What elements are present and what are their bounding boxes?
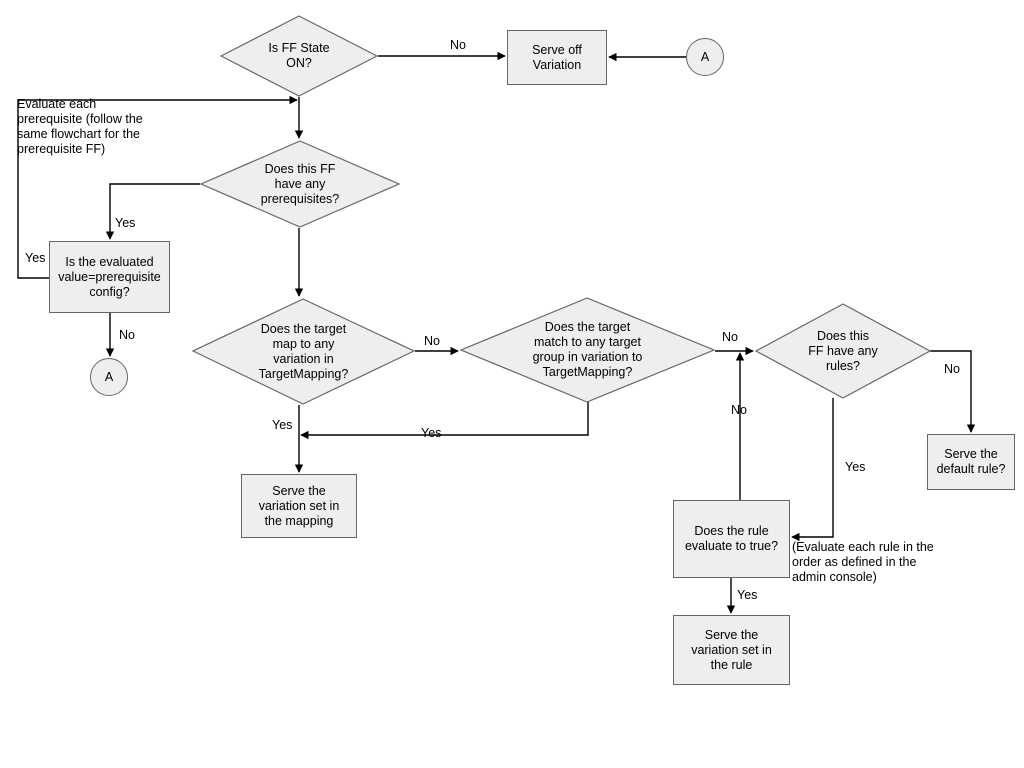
edge-label-evaluated-yes: Yes [25, 251, 46, 265]
edge-label-targetgroup-yes: Yes [421, 426, 442, 440]
decision-ff-state-on[interactable]: Is FF State ON? [220, 15, 378, 97]
edge-hasrules-yes [791, 398, 834, 542]
process-serve-off-variation-label: Serve off Variation [532, 42, 582, 72]
note-rule-order: (Evaluate each rule in the order as defi… [792, 540, 934, 584]
process-serve-rule-variation[interactable]: Serve the variation set in the rule [673, 615, 790, 685]
decision-target-map[interactable]: Does the target map to any variation in … [192, 298, 415, 405]
diamond-shape [220, 15, 378, 97]
edge-label-ffstate-no: No [450, 38, 466, 52]
edge-label-rules-no-right: No [944, 362, 960, 376]
process-rule-evaluate-true-label: Does the rule evaluate to true? [684, 524, 779, 553]
edge-label-evaluated-no: No [119, 328, 135, 342]
connector-a-bottom-label: A [104, 369, 114, 384]
note-prerequisite-evaluation: Evaluate each prerequisite (follow the s… [17, 97, 143, 156]
diamond-shape [200, 140, 400, 228]
decision-target-group-match[interactable]: Does the target match to any target grou… [460, 297, 715, 403]
process-rule-evaluate-true[interactable]: Does the rule evaluate to true? [673, 500, 790, 578]
process-serve-default-rule[interactable]: Serve the default rule? [927, 434, 1015, 490]
connector-a-bottom[interactable]: A [90, 358, 128, 396]
process-evaluated-value-check-label: Is the evaluated value=prerequisite conf… [58, 254, 161, 299]
connector-a-top-label: A [700, 49, 710, 64]
decision-has-prerequisites-label: Does this FF have any prerequisites? [260, 161, 340, 206]
decision-target-map-label: Does the target map to any variation in … [258, 321, 349, 381]
edge-label-rules-no-back: No [731, 403, 747, 417]
edge-label-prereq-yes: Yes [115, 216, 136, 230]
diamond-shape [755, 303, 931, 399]
connector-a-top[interactable]: A [686, 38, 724, 76]
decision-target-group-match-label: Does the target match to any target grou… [532, 320, 643, 379]
decision-has-prerequisites[interactable]: Does this FF have any prerequisites? [200, 140, 400, 228]
edge-label-ruletrue-yes: Yes [737, 588, 758, 602]
process-serve-mapping-variation-label: Serve the variation set in the mapping [258, 483, 340, 528]
process-serve-default-rule-label: Serve the default rule? [936, 447, 1006, 476]
process-evaluated-value-check[interactable]: Is the evaluated value=prerequisite conf… [49, 241, 170, 313]
edge-label-targetgroup-no: No [722, 330, 738, 344]
diamond-shape [192, 298, 415, 405]
decision-ff-state-on-label: Is FF State ON? [268, 41, 330, 70]
process-serve-rule-variation-label: Serve the variation set in the rule [691, 627, 772, 672]
decision-has-rules[interactable]: Does this FF have any rules? [755, 303, 931, 399]
edge-label-targetmap-no: No [424, 334, 440, 348]
edge-label-rules-yes: Yes [845, 460, 866, 474]
process-serve-off-variation[interactable]: Serve off Variation [507, 30, 607, 85]
decision-has-rules-label: Does this FF have any rules? [808, 328, 878, 373]
edge-label-targetmap-yes: Yes [272, 418, 293, 432]
edge-targetgroup-yes [300, 400, 589, 440]
process-serve-mapping-variation[interactable]: Serve the variation set in the mapping [241, 474, 357, 538]
diamond-shape [460, 297, 715, 403]
